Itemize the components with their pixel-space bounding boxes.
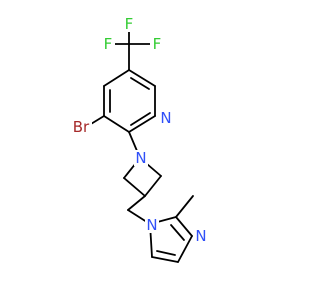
- atom-n-azetidine: N: [134, 149, 148, 167]
- n-imidazole-3-label: N: [195, 227, 206, 245]
- f-top-label: F: [125, 15, 134, 33]
- bond-imidazole-n3-c4: [177, 235, 193, 263]
- bond-pyridine-c5-c4: [103, 69, 130, 87]
- bond-azetidine-c3-ch2: [127, 195, 146, 211]
- atom-n-imidazole-1: N: [145, 216, 159, 234]
- molecule-canvas: F F F Br N N N N: [70, 15, 208, 263]
- atom-f-left: F: [101, 35, 115, 53]
- bond-azetidine-c2-c3: [123, 177, 146, 197]
- bond-azetidine-c3-c4: [144, 175, 162, 197]
- atom-bromine: Br: [70, 118, 92, 136]
- atom-f-top: F: [122, 15, 136, 33]
- bond-imidazole-c2-methyl: [175, 195, 194, 218]
- bond-imidazole-c4-c5: [151, 256, 179, 263]
- f-left-label: F: [104, 35, 113, 53]
- bond-imidazole-c4-c5-inner: [156, 250, 176, 256]
- bond-pyridine-c2-n1: [128, 115, 156, 133]
- atom-n-imidazole-3: N: [194, 227, 208, 245]
- atom-f-right: F: [150, 35, 164, 53]
- bond-imidazole-c2-n3: [175, 216, 193, 237]
- n-imidazole-1-label: N: [146, 216, 157, 234]
- n-azetidine-label: N: [135, 149, 146, 167]
- bond-pyridine-c6-c5-inner: [130, 77, 150, 90]
- bond-pyridine-c2-n1-inner: [130, 112, 151, 126]
- bromine-label: Br: [73, 118, 90, 136]
- atom-n-pyridine: N: [159, 109, 173, 127]
- bond-pyridine-c3-c2: [103, 115, 130, 133]
- bond-pyridine-c6-c5: [128, 69, 156, 87]
- f-right-label: F: [153, 35, 162, 53]
- bond-imidazole-c2-n3-inner: [170, 224, 185, 241]
- n-pyridine-label: N: [160, 109, 171, 127]
- structure-drawing: F F F Br N N N N: [70, 15, 208, 263]
